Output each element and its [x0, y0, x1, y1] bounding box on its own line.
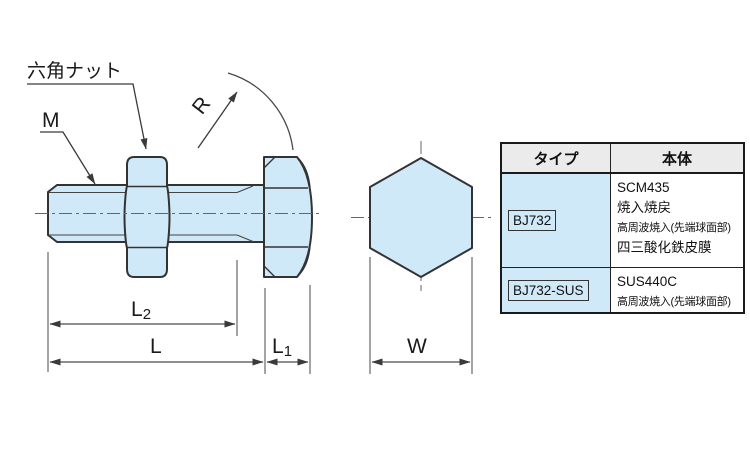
head-corner-arc-bottom	[297, 246, 311, 277]
thread-runout-top	[236, 185, 254, 194]
hexagon-end-view	[369, 157, 473, 278]
type-cell-row1: BJ732	[502, 172, 610, 267]
body-line: 高周波焼入(先端球面部)	[617, 296, 731, 308]
dim-label-l1: L1	[272, 335, 292, 360]
body-line: 高周波焼入(先端球面部)	[617, 222, 731, 234]
radius-reference-arc	[227, 72, 294, 151]
bolt-side-view	[35, 156, 322, 278]
col-header-type: タイプ	[502, 144, 610, 172]
hex-nut-callout-label: 六角ナット	[27, 60, 122, 82]
thread-callout-leader	[40, 131, 96, 185]
body-cell-row2: SUS440C 高周波焼入(先端球面部)	[610, 267, 743, 312]
dimension-labels: L2 L L1 W	[131, 298, 427, 360]
thread-runout-bottom	[236, 234, 254, 243]
radius-leader	[197, 91, 238, 149]
bolt-end-view	[351, 141, 491, 291]
body-cell-row1: SCM435 焼入焼戻 高周波焼入(先端球面部) 四三酸化鉄皮膜	[610, 172, 743, 267]
spec-table: タイプ 本体 BJ732 SCM435 焼入焼戻 高周波焼入(先端球面部) 四三…	[500, 142, 745, 314]
body-line: SUS440C	[617, 274, 678, 289]
dim-label-l2: L2	[131, 298, 151, 323]
body-line: 四三酸化鉄皮膜	[617, 240, 712, 255]
head-corner-arc-top	[297, 157, 311, 188]
head-chamfer-top-left	[263, 156, 276, 169]
body-line: SCM435	[617, 180, 670, 195]
hex-nut-shape	[123, 156, 171, 278]
col-header-body: 本体	[610, 144, 743, 172]
dim-label-l: L	[150, 335, 162, 358]
hex-nut-callout-leader	[27, 83, 148, 150]
callouts: 六角ナット M R	[27, 60, 294, 185]
radius-callout-label: R	[188, 93, 215, 119]
part-number-bj732: BJ732	[508, 210, 557, 231]
dim-label-w: W	[407, 335, 427, 358]
type-cell-row2: BJ732-SUS	[502, 267, 610, 312]
bolt-head-shape	[263, 156, 313, 278]
thread-callout-label: M	[42, 109, 60, 132]
head-chamfer-bottom-left	[263, 265, 276, 278]
body-line: 焼入焼戻	[617, 200, 671, 215]
dimensions	[47, 252, 473, 374]
part-number-bj732-sus: BJ732-SUS	[508, 279, 589, 301]
